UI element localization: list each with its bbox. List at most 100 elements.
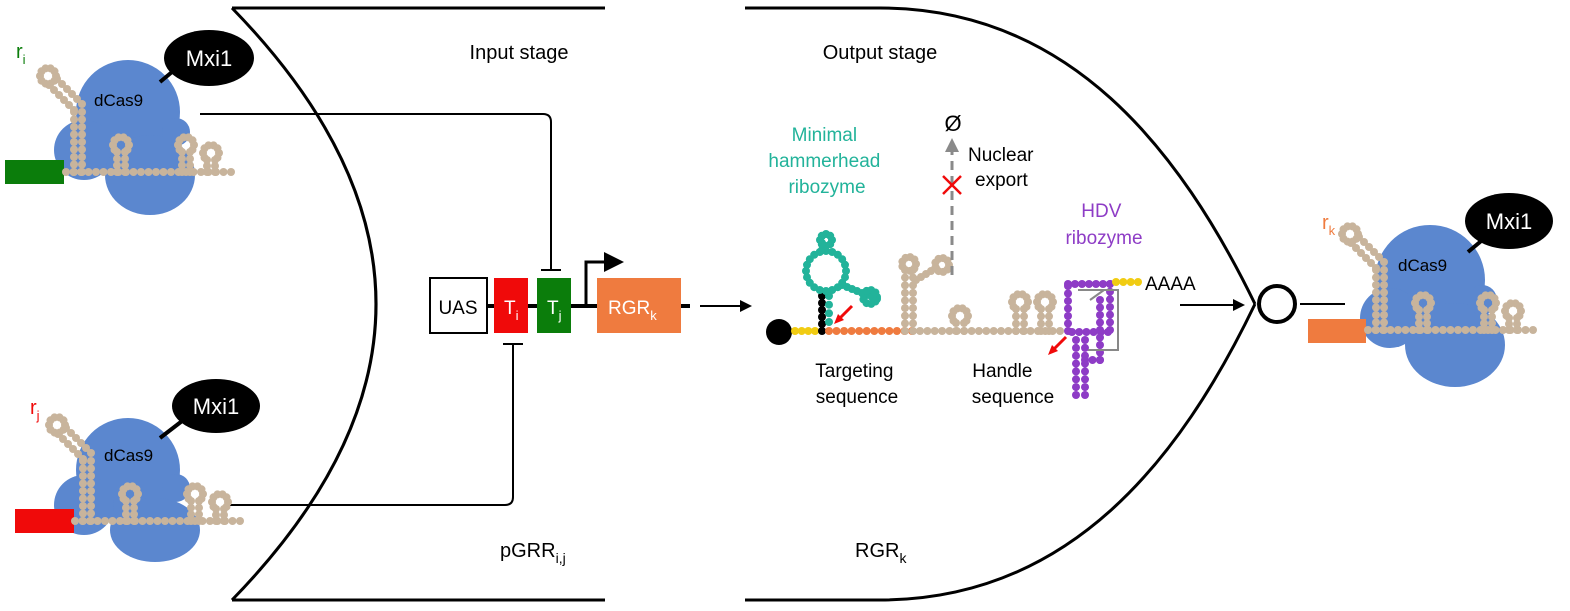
ti-operator <box>494 278 528 333</box>
nucleotide-bead <box>70 168 78 176</box>
nucleotide-bead <box>930 327 939 335</box>
input-stage-title: Input stage <box>470 42 569 64</box>
nucleotide-bead <box>186 168 194 176</box>
polya-label: AAAA <box>1145 274 1196 295</box>
nucleotide-bead <box>70 123 78 131</box>
nucleotide-bead <box>1386 326 1395 334</box>
nucleotide-bead <box>50 67 59 76</box>
nucleotide-bead <box>138 517 147 525</box>
nucleotide-bead <box>1515 311 1524 320</box>
nucleotide-bead <box>825 327 833 335</box>
nucleotide-bead <box>121 161 129 170</box>
nucleotide-bead <box>1380 258 1388 266</box>
rgr-stage-label: RGRk <box>855 540 907 566</box>
nucleotide-bead <box>1096 356 1104 364</box>
nucleotide-bead <box>1505 326 1513 334</box>
nucleotide-bead <box>70 153 78 161</box>
nucleotide-bead <box>1064 280 1072 288</box>
nucleotide-bead <box>130 510 138 519</box>
nucleotide-bead <box>1409 326 1417 334</box>
nucleotide-bead <box>962 307 971 316</box>
nucleotide-bead <box>71 517 79 525</box>
nucleotide-bead <box>1375 253 1383 261</box>
nucleotide-bead <box>79 494 87 503</box>
nucleotide-bead <box>901 304 909 313</box>
nucleotide-bead <box>1357 249 1365 257</box>
nucleotide-bead <box>1367 259 1375 267</box>
nucleotide-bead <box>123 145 132 154</box>
nucleotide-bead <box>1106 287 1114 296</box>
mxi1-label-ri: Mxi1 <box>186 46 232 71</box>
nucleotide-bead <box>1380 281 1388 289</box>
hammerhead-ribozyme-label: Minimal hammerhead ribozyme <box>768 125 885 198</box>
nucleotide-bead <box>1020 319 1028 328</box>
mxi1-domain-rk <box>1465 193 1553 249</box>
hdv-ribozyme-label: HDV ribozyme <box>1065 201 1142 249</box>
nucleotide-bead <box>55 91 63 99</box>
nucleotide-bead <box>1064 319 1072 328</box>
pgrr-label: pGRRi,j <box>500 540 566 566</box>
nucleotide-bead <box>122 503 130 512</box>
nucleotide-bead <box>1012 327 1020 335</box>
nucleotide-bead <box>197 485 206 494</box>
target-site-ri <box>5 160 64 184</box>
nucleotide-bead <box>220 517 228 525</box>
nucleotide-bead <box>79 487 87 495</box>
nucleotide-bead <box>186 161 194 170</box>
nucleotide-bead <box>1045 312 1053 321</box>
nucleotide-bead <box>1372 326 1380 334</box>
nucleotide-bead <box>121 168 129 176</box>
nucleotide-bead <box>1362 254 1370 262</box>
nucleotide-bead <box>213 153 222 162</box>
nucleotide-bead <box>1081 356 1089 364</box>
nucleotide-bead <box>72 434 80 442</box>
nucleotide-bead <box>87 502 95 510</box>
nucleotide-bead <box>1380 296 1388 304</box>
nucleotide-bead <box>828 286 837 294</box>
input-complex-rj: rj dCas9 Mxi1 <box>15 379 260 562</box>
nucleotide-bead <box>1454 326 1462 334</box>
nucleotide-bead <box>178 161 186 170</box>
nucleotide-bead <box>176 517 184 525</box>
nucleotide-bead <box>78 138 86 146</box>
nucleotide-bead <box>1068 328 1076 336</box>
nucleotide-bead <box>93 517 102 525</box>
nucleotide-bead <box>168 517 177 525</box>
nucleotide-bead <box>87 509 95 518</box>
target-site-rk <box>1308 319 1366 343</box>
nucleotide-bead <box>78 153 86 161</box>
empty-set-icon: Ø <box>944 111 961 136</box>
nucleotide-bead <box>1037 319 1045 328</box>
nucleotide-bead <box>132 485 141 494</box>
nucleotide-bead <box>901 327 909 335</box>
nucleotide-bead <box>87 487 95 495</box>
nucleotide-bead <box>121 154 129 163</box>
bent-arrow-icon <box>584 252 624 306</box>
nucleotide-bead <box>1004 327 1013 335</box>
nucleotide-bead <box>123 136 132 145</box>
nucleotide-bead <box>1096 303 1104 312</box>
nucleotide-bead <box>137 168 145 176</box>
rj-label: rj <box>30 397 40 423</box>
nucleotide-bead <box>803 273 811 282</box>
tj-label: Tj <box>547 298 562 323</box>
nucleotide-bead <box>1370 248 1378 256</box>
sgrna-rj <box>45 413 244 525</box>
nucleotide-bead <box>187 510 195 519</box>
pseudoknot-line <box>1078 289 1119 351</box>
nucleotide-bead <box>1126 278 1135 286</box>
pgrr-construct: UAS Ti Tj RGRk <box>429 252 690 334</box>
nucleotide-bead <box>982 327 991 335</box>
nucleotide-bead <box>1085 280 1093 288</box>
nucleotide-bead <box>1352 244 1360 252</box>
nucleotide-bead <box>1372 264 1380 272</box>
nucleotide-bead <box>212 517 220 525</box>
nucleotide-bead <box>78 130 86 139</box>
nucleotide-bead <box>847 327 856 335</box>
nucleotide-bead <box>74 450 82 458</box>
nucleotide-bead <box>1119 278 1128 286</box>
nucleotide-bead <box>78 160 86 169</box>
nucleotide-bead <box>901 281 909 290</box>
mxi1-label-rj: Mxi1 <box>193 394 239 419</box>
